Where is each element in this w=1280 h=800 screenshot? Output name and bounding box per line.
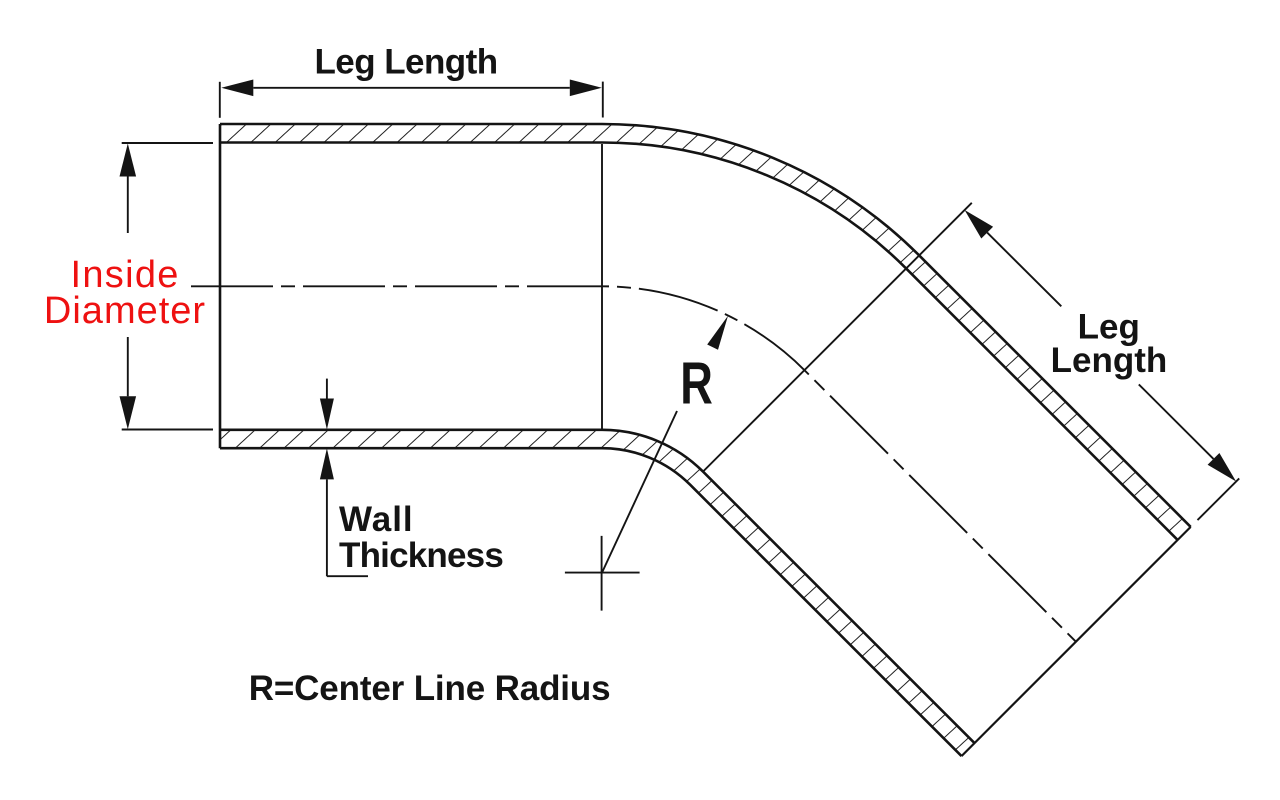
svg-text:Inside: Inside (70, 254, 179, 296)
svg-text:R: R (680, 351, 713, 417)
svg-text:Leg Length: Leg Length (314, 43, 497, 82)
svg-text:Wall: Wall (339, 500, 414, 539)
svg-text:Length: Length (1051, 341, 1168, 380)
svg-text:R=Center Line Radius: R=Center Line Radius (249, 669, 611, 708)
svg-text:Leg: Leg (1078, 308, 1140, 347)
svg-text:Diameter: Diameter (44, 290, 206, 332)
svg-text:Thickness: Thickness (339, 536, 503, 575)
